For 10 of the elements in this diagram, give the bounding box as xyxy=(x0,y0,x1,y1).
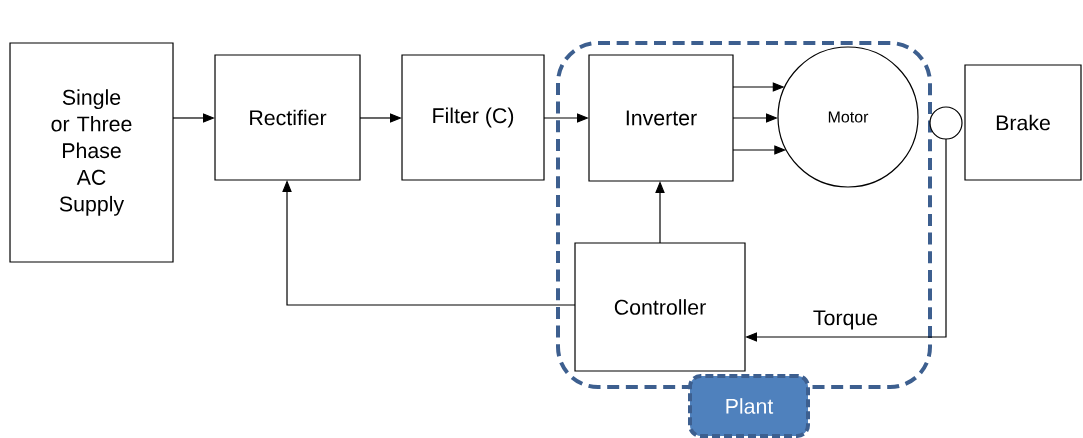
edge-label: Torque xyxy=(811,309,880,331)
plant-tab: Plant xyxy=(688,374,810,438)
process-box: Inverter xyxy=(588,54,734,182)
process-box: Filter (C) xyxy=(401,54,545,181)
process-box: Brake xyxy=(964,64,1082,181)
supply-box: Single or Three Phase AC Supply xyxy=(9,42,174,263)
process-box: Controller xyxy=(574,242,746,372)
process-box: Rectifier xyxy=(214,54,361,181)
dashed-region xyxy=(556,41,932,389)
coupling-circle xyxy=(929,106,963,140)
